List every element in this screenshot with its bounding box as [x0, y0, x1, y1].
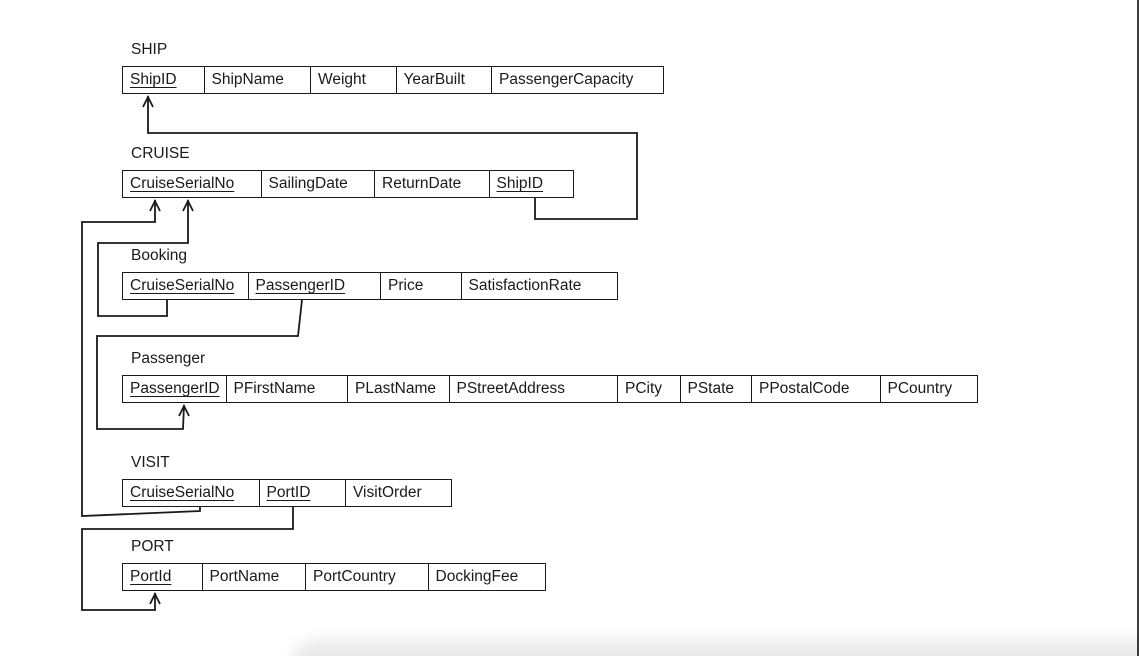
column-header-passenger-passengerid: PassengerID	[122, 375, 227, 403]
table-cruise: CruiseSerialNo SailingDate ReturnDate ShipI…	[122, 170, 574, 198]
key-field-label: PassengerID	[255, 277, 346, 294]
key-field-label: ShipID	[496, 175, 544, 192]
table-title-ship: SHIP	[131, 41, 168, 58]
column-header-visit-visitorder: VisitOrder	[345, 479, 452, 507]
field-label: PassengerCapacity	[499, 71, 634, 88]
field-label: PLastName	[355, 380, 436, 397]
connector-visit-portid-to-port-portid	[81, 507, 294, 611]
connector-booking-passengerid-to-passenger	[96, 299, 303, 430]
key-field-label: CruiseSerialNo	[130, 175, 235, 192]
column-header-port-portid: PortId	[122, 563, 203, 591]
column-header-cruise-returndate: ReturnDate	[374, 170, 490, 198]
column-header-passenger-pfirstname: PFirstName	[225, 375, 349, 403]
field-label: Price	[388, 277, 424, 294]
table-visit: CruiseSerialNo PortID VisitOrder	[122, 479, 452, 507]
arrowhead-icon	[182, 198, 194, 212]
arrowhead-icon	[142, 94, 154, 108]
key-field-label: CruiseSerialNo	[130, 277, 235, 294]
table-title-passenger: Passenger	[131, 350, 206, 367]
column-header-ship-shipname: ShipName	[203, 66, 312, 94]
key-field-label: ShipID	[130, 71, 177, 88]
field-label: DockingFee	[435, 568, 519, 585]
field-label: PortName	[209, 568, 280, 585]
table-title-cruise: CRUISE	[131, 145, 190, 162]
column-header-visit-cruiseserialno: CruiseSerialNo	[122, 479, 260, 507]
column-header-passenger-pstreetaddress: PStreetAddress	[448, 375, 619, 403]
field-label: VisitOrder	[353, 484, 422, 501]
column-header-ship-shipid: ShipID	[122, 66, 205, 94]
field-label: PCity	[625, 380, 663, 397]
screenshot-right-edge	[1137, 0, 1139, 656]
column-header-ship-weight: Weight	[310, 66, 397, 94]
field-label: SatisfactionRate	[468, 277, 582, 294]
connector-visit-cruiseserialno-to-cruise	[81, 200, 201, 517]
column-header-cruise-shipid: ShipID	[488, 170, 574, 198]
table-booking: CruiseSerialNo PassengerID Price Satisfacti…	[122, 272, 618, 300]
column-header-passenger-plastname: PLastName	[347, 375, 450, 403]
key-field-label: PortId	[130, 568, 172, 585]
column-header-booking-price: Price	[380, 272, 462, 300]
column-header-passenger-pstate: PState	[679, 375, 753, 403]
key-field-label: PortID	[266, 484, 311, 501]
table-title-booking: Booking	[131, 247, 188, 264]
table-title-port: PORT	[131, 538, 174, 555]
arrowhead-icon	[178, 403, 190, 417]
field-label: SailingDate	[268, 175, 348, 192]
field-label: PState	[687, 380, 735, 397]
field-label: PCountry	[887, 380, 953, 397]
column-header-booking-passengerid: PassengerID	[247, 272, 382, 300]
arrowhead-icon	[149, 198, 161, 212]
table-passenger: PassengerID PFirstName PLastName PStreetAdd…	[122, 375, 978, 403]
page-bottom-shadow	[290, 640, 1139, 656]
column-header-cruise-cruiseserialno: CruiseSerialNo	[122, 170, 262, 198]
column-header-port-portcountry: PortCountry	[305, 563, 429, 591]
column-header-booking-cruiseserialno: CruiseSerialNo	[122, 272, 249, 300]
table-title-visit: VISIT	[131, 454, 170, 471]
column-header-booking-satisfactionrate: SatisfactionRate	[460, 272, 618, 300]
field-label: ReturnDate	[382, 175, 462, 192]
column-header-port-portname: PortName	[201, 563, 307, 591]
table-ship: ShipID ShipName Weight YearBuilt PassengerCa…	[122, 66, 664, 94]
column-header-port-dockingfee: DockingFee	[427, 563, 546, 591]
connector-cruise-shipid-to-ship-shipid	[147, 96, 638, 220]
column-header-passenger-pcity: PCity	[617, 375, 681, 403]
field-label: Weight	[318, 71, 366, 88]
field-label: YearBuilt	[403, 71, 465, 88]
column-header-passenger-ppostalcode: PPostalCode	[751, 375, 881, 403]
connector-booking-cruiseserialno-to-cruise	[97, 200, 189, 317]
field-label: PPostalCode	[759, 380, 850, 397]
column-header-ship-passengercapacity: PassengerCapacity	[491, 66, 664, 94]
column-header-passenger-pcountry: PCountry	[879, 375, 978, 403]
field-label: PortCountry	[313, 568, 396, 585]
field-label: ShipName	[211, 71, 284, 88]
column-header-visit-portid: PortID	[258, 479, 347, 507]
key-field-label: PassengerID	[130, 380, 220, 397]
field-label: PStreetAddress	[456, 380, 566, 397]
arrowhead-icon	[149, 591, 161, 605]
column-header-cruise-sailingdate: SailingDate	[260, 170, 376, 198]
key-field-label: CruiseSerialNo	[130, 484, 235, 501]
field-label: PFirstName	[233, 380, 316, 397]
table-port: PortId PortName PortCountry DockingFee	[122, 563, 546, 591]
column-header-ship-yearbuilt: YearBuilt	[395, 66, 493, 94]
